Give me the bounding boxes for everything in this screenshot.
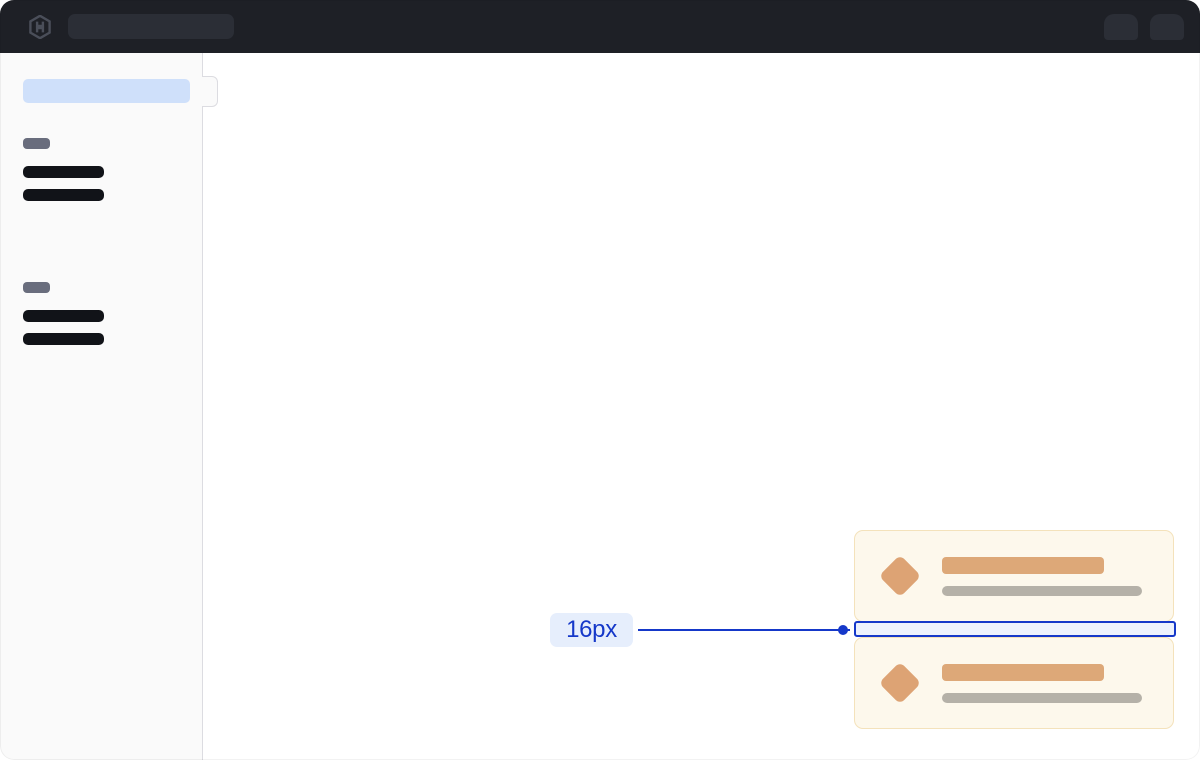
card-1-text-block (942, 556, 1142, 596)
hashicorp-hexagon-h-logo-icon[interactable] (28, 15, 52, 39)
topbar-action-1-button[interactable] (1104, 14, 1138, 40)
card-1-title (942, 556, 1104, 574)
spacing-value-label: 16px (550, 613, 633, 647)
card-1-subtitle (942, 585, 1142, 596)
sidebar-item-group1-1[interactable] (23, 333, 104, 345)
sidebar-collapse-handle-icon[interactable] (202, 76, 218, 107)
card-2-title (942, 663, 1104, 681)
info-card-1[interactable] (854, 530, 1174, 622)
sidebar-item-active[interactable] (23, 79, 190, 103)
sidebar-item-group0-0[interactable] (23, 166, 104, 178)
topbar-action-2-button[interactable] (1150, 14, 1184, 40)
card-2-text-block (942, 663, 1142, 703)
main-canvas: 16px (203, 53, 1200, 760)
sidebar (0, 53, 203, 760)
spacing-highlight-region (854, 621, 1176, 637)
sidebar-item-group0-1[interactable] (23, 189, 104, 201)
diamond-icon (878, 554, 922, 598)
topbar-actions-group (1104, 14, 1184, 40)
card-2-subtitle (942, 692, 1142, 703)
info-card-2[interactable] (854, 637, 1174, 729)
diamond-icon (878, 661, 922, 705)
sidebar-group-0-heading (23, 138, 50, 149)
sidebar-group-1-heading (23, 282, 50, 293)
measurement-leader-line (638, 629, 850, 631)
top-navigation-bar (0, 0, 1200, 53)
global-search-input[interactable] (68, 14, 234, 39)
measurement-anchor-dot-icon (838, 625, 848, 635)
sidebar-item-group1-0[interactable] (23, 310, 104, 322)
